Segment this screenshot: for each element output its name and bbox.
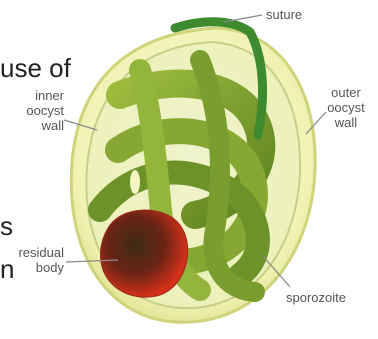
inner-wall-line-3: wall [8,118,64,133]
residual-body-line-2: body [4,260,64,275]
suture-leader [224,15,262,22]
residual-body-structure [100,210,187,297]
residual-body-label: residual body [4,245,64,275]
outer-wall-line-3: wall [318,115,374,130]
highlight [130,170,140,194]
outer-wall-line-2: oocyst [318,100,374,115]
cropped-text-2: s [0,212,13,240]
inner-wall-line-2: oocyst [8,103,64,118]
residual-body-line-1: residual [4,245,64,260]
inner-wall-line-1: inner [8,88,64,103]
suture-label: suture [266,7,302,22]
outer-wall-line-1: outer [318,85,374,100]
sporozoite-label: sporozoite [286,290,346,305]
outer-oocyst-wall-label: outer oocyst wall [318,85,374,130]
inner-oocyst-wall-label: inner oocyst wall [8,88,64,133]
cropped-text-1: use of [0,54,71,82]
